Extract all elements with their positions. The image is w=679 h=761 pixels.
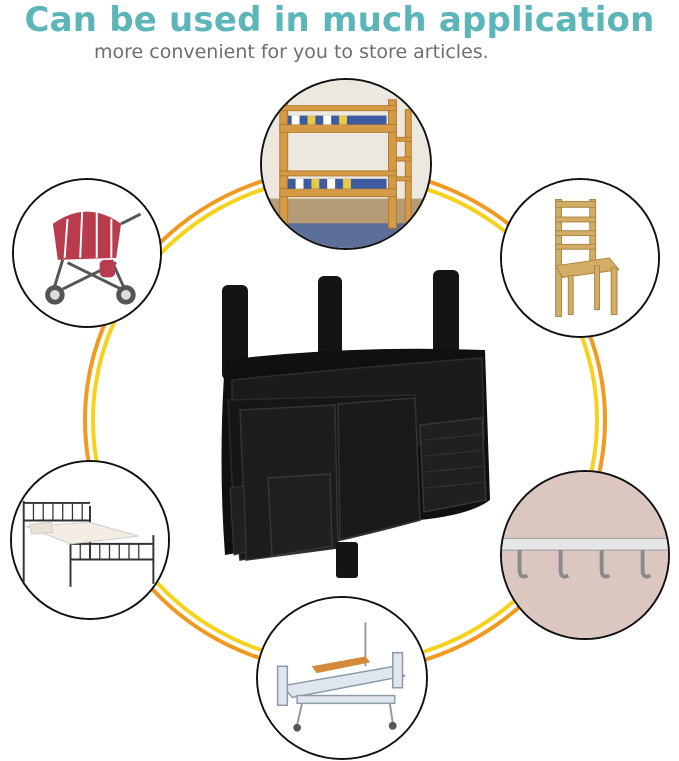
scene-chair [500, 178, 660, 338]
bunk-bed-icon [262, 80, 430, 248]
scene-bunk-bed [260, 78, 432, 250]
scene-iron-bed [10, 460, 170, 620]
scene-hospital-bed [256, 596, 428, 760]
subheadline: more convenient for you to store article… [94, 41, 489, 63]
hospital-bed-icon [258, 598, 426, 758]
headline: Can be used in much application [24, 0, 655, 40]
hook-rack-icon [502, 472, 668, 638]
scene-stroller [12, 178, 162, 328]
stroller-icon [14, 180, 160, 326]
left-strap [222, 285, 248, 380]
caddy-bag-icon [221, 270, 490, 578]
iron-bed-icon [12, 462, 168, 618]
right-strap [433, 270, 459, 365]
scene-wall-hook-rack [500, 470, 670, 640]
middle-strap [318, 276, 342, 371]
chair-icon [502, 180, 658, 336]
